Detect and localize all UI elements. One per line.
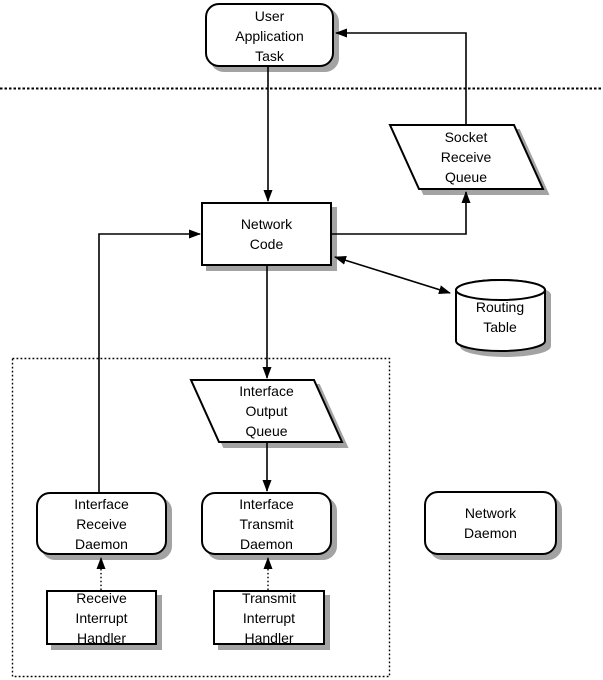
routing-table-cylinder-top xyxy=(455,279,546,301)
interface-group-dotted-box xyxy=(11,357,391,678)
interface-transmit-daemon-box xyxy=(201,492,332,555)
edge-network-code-to-socket-queue xyxy=(331,191,471,235)
edge-socket-queue-to-user-app xyxy=(335,28,467,125)
receive-interrupt-handler-box xyxy=(46,590,157,645)
network-code-box xyxy=(201,202,332,266)
interface-receive-daemon-box xyxy=(36,492,167,555)
transmit-interrupt-handler-box xyxy=(213,590,325,645)
edge-network-code-routing-table-bidirectional xyxy=(334,255,451,295)
network-daemon-box xyxy=(424,491,557,555)
user-application-task-box xyxy=(205,3,334,67)
socket-receive-queue-parallelogram xyxy=(388,124,545,190)
interface-output-queue-parallelogram xyxy=(189,379,344,443)
edge-receive-daemon-to-network-code xyxy=(98,229,201,493)
